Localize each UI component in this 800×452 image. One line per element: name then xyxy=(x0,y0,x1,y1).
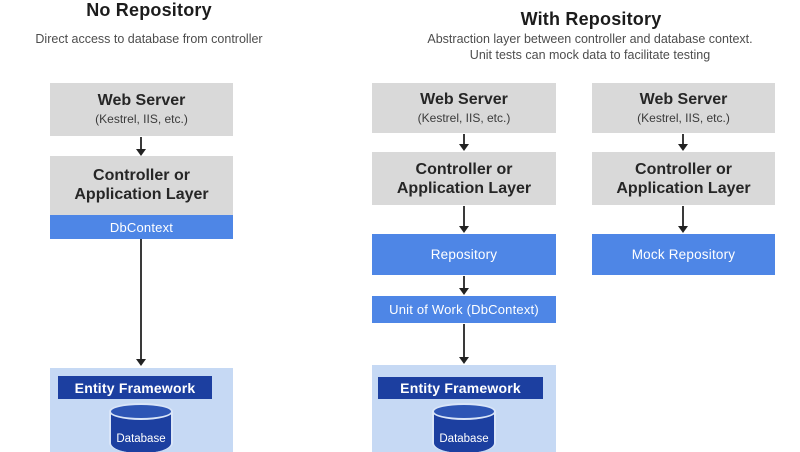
arrow-line xyxy=(463,276,465,288)
mock-repository-box: Mock Repository xyxy=(592,234,775,275)
arrow-down-icon xyxy=(677,134,689,151)
controller-label-line1: Controller or xyxy=(93,167,190,184)
arrow-line xyxy=(463,134,465,144)
repository-label: Repository xyxy=(430,247,498,262)
database-icon: Database xyxy=(109,403,173,452)
arrow-head xyxy=(459,226,469,233)
arrow-head xyxy=(459,357,469,364)
arrow-down-icon xyxy=(458,324,470,364)
controller-label-line2: Application Layer xyxy=(74,186,209,203)
with-repo-controller-box: Controller or Application Layer xyxy=(372,152,556,205)
with-repo-entity-framework-container: Entity Framework Database xyxy=(372,365,556,452)
no-repo-controller-box: Controller or Application Layer xyxy=(50,156,233,215)
section-title-no-repository: No Repository xyxy=(86,0,212,20)
arrow-down-icon xyxy=(458,134,470,151)
unit-of-work-box: Unit of Work (DbContext) xyxy=(372,296,556,323)
arrow-down-icon xyxy=(135,239,147,366)
arrow-line xyxy=(682,134,684,144)
web-server-label: Web Server xyxy=(420,91,508,108)
arrow-head xyxy=(136,149,146,156)
arrow-down-icon xyxy=(677,206,689,233)
database-cylinder-top xyxy=(432,403,496,420)
arrow-head xyxy=(678,226,688,233)
arrow-line xyxy=(463,324,465,357)
arrow-line xyxy=(140,137,142,149)
database-label: Database xyxy=(116,433,166,445)
controller-label-line2: Application Layer xyxy=(396,180,532,197)
no-repo-dbcontext-box: DbContext xyxy=(50,215,233,239)
arrow-down-icon xyxy=(135,137,147,156)
web-server-sublabel: (Kestrel, IIS, etc.) xyxy=(417,111,511,125)
section-subtitle-with-repository-line2: Unit tests can mock data to facilitate t… xyxy=(469,48,711,62)
section-subtitle-no-repository: Direct access to database from controlle… xyxy=(35,32,263,46)
mock-web-server-box: Web Server (Kestrel, IIS, etc.) xyxy=(592,83,775,133)
repository-box: Repository xyxy=(372,234,556,275)
entity-framework-label: Entity Framework xyxy=(74,379,196,396)
entity-framework-bar: Entity Framework xyxy=(378,377,543,399)
mock-controller-box: Controller or Application Layer xyxy=(592,152,775,205)
controller-label-line1: Controller or xyxy=(635,161,732,178)
web-server-label: Web Server xyxy=(97,92,186,109)
web-server-label: Web Server xyxy=(639,91,728,108)
controller-label-line2: Application Layer xyxy=(616,180,751,197)
web-server-sublabel: (Kestrel, IIS, etc.) xyxy=(95,112,188,126)
arrow-line xyxy=(682,206,684,226)
arrow-down-icon xyxy=(458,276,470,295)
entity-framework-bar: Entity Framework xyxy=(58,376,212,399)
mock-repository-label: Mock Repository xyxy=(631,247,736,262)
entity-framework-label: Entity Framework xyxy=(400,380,521,396)
web-server-sublabel: (Kestrel, IIS, etc.) xyxy=(637,111,730,125)
arrow-down-icon xyxy=(458,206,470,233)
arrow-head xyxy=(678,144,688,151)
section-title-with-repository: With Repository xyxy=(520,9,662,29)
section-subtitle-with-repository-line1: Abstraction layer between controller and… xyxy=(427,32,753,46)
no-repo-entity-framework-container: Entity Framework Database xyxy=(50,368,233,452)
dbcontext-label: DbContext xyxy=(109,219,174,235)
arrow-head xyxy=(459,144,469,151)
database-label: Database xyxy=(439,433,489,445)
arrow-head xyxy=(136,359,146,366)
with-repo-web-server-box: Web Server (Kestrel, IIS, etc.) xyxy=(372,83,556,133)
arrow-line xyxy=(463,206,465,226)
unit-of-work-label: Unit of Work (DbContext) xyxy=(389,302,539,317)
controller-label-line1: Controller or xyxy=(415,161,513,178)
no-repo-web-server-box: Web Server (Kestrel, IIS, etc.) xyxy=(50,83,233,136)
database-cylinder-top xyxy=(109,403,173,420)
arrow-head xyxy=(459,288,469,295)
database-icon: Database xyxy=(432,403,496,452)
arrow-line xyxy=(140,239,142,359)
